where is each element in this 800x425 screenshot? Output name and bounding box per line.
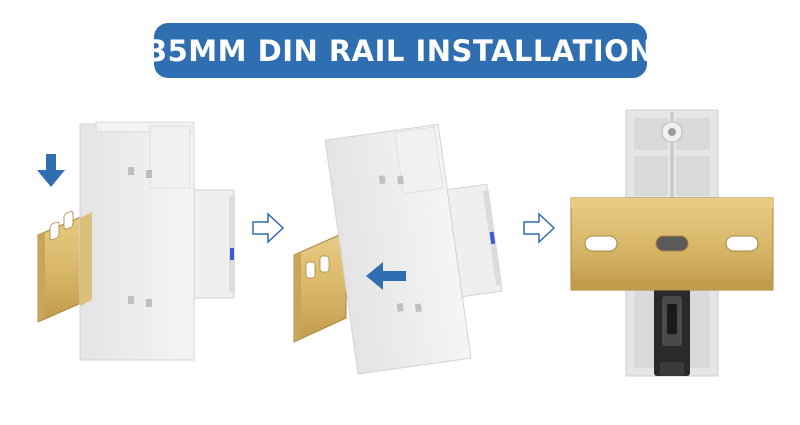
title-banner: 35MM DIN RAIL INSTALLATION (147, 23, 654, 78)
step-2-device (293, 123, 503, 375)
outline-right-arrow-icon (523, 212, 556, 244)
down-arrow-icon (37, 154, 65, 187)
step-3-din-rail (570, 197, 774, 291)
step-1-din-rail (37, 211, 89, 323)
din-clip (654, 278, 690, 376)
left-arrow-icon (366, 262, 406, 290)
outline-right-arrow-icon (252, 212, 285, 244)
page-title: 35MM DIN RAIL INSTALLATION (146, 33, 655, 68)
step-1-device (37, 121, 235, 361)
step-3-device-rear (625, 109, 719, 377)
step-2-din-rail (293, 231, 347, 343)
